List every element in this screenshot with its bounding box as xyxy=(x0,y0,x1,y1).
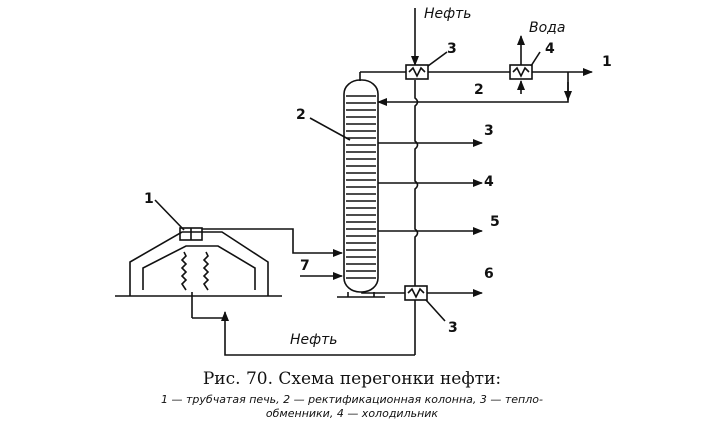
callout-product-1: 1 xyxy=(602,54,612,70)
oil-inlet-label: Нефть xyxy=(424,6,472,22)
column-trays xyxy=(346,95,376,279)
callout-exchanger-bottom: 3 xyxy=(448,320,458,336)
leader-1 xyxy=(154,199,185,231)
figure-legend-line-1: 1 — трубчатая печь, 2 — ректификационная… xyxy=(161,393,543,406)
oil-return-to-furnace xyxy=(221,311,415,356)
leader-4 xyxy=(530,51,541,67)
callout-column: 2 xyxy=(296,107,306,123)
callout-product-5: 5 xyxy=(490,214,500,230)
leader-3-bottom xyxy=(425,299,446,322)
furnace-to-column-line xyxy=(202,228,343,257)
leader-3-top xyxy=(427,51,448,67)
heat-exchanger-top xyxy=(405,64,429,80)
bottom-draw-line xyxy=(361,292,405,294)
rectification-column xyxy=(337,79,385,298)
callout-steam-7: 7 xyxy=(300,258,310,274)
figure-caption-title: Рис. 70. Схема перегонки нефти: xyxy=(202,369,502,389)
cooler-4 xyxy=(509,35,533,94)
callout-product-3: 3 xyxy=(484,123,494,139)
callout-product-4: 4 xyxy=(484,174,494,190)
heat-exchanger-bottom xyxy=(404,285,428,301)
furnace-coil-right xyxy=(202,251,210,291)
water-label: Вода xyxy=(529,20,565,36)
leader-2 xyxy=(309,117,351,141)
callout-reflux: 2 xyxy=(474,82,484,98)
callout-product-6: 6 xyxy=(484,266,494,282)
callout-furnace: 1 xyxy=(144,191,154,207)
oil-bottom-label: Нефть xyxy=(290,332,338,348)
figure-legend-line-2: обменники, 4 — холодильник xyxy=(265,407,439,420)
furnace-coil-left xyxy=(180,251,188,291)
tube-furnace xyxy=(115,227,282,297)
callout-cooler: 4 xyxy=(545,41,555,57)
callout-exchanger-top: 3 xyxy=(447,41,457,57)
